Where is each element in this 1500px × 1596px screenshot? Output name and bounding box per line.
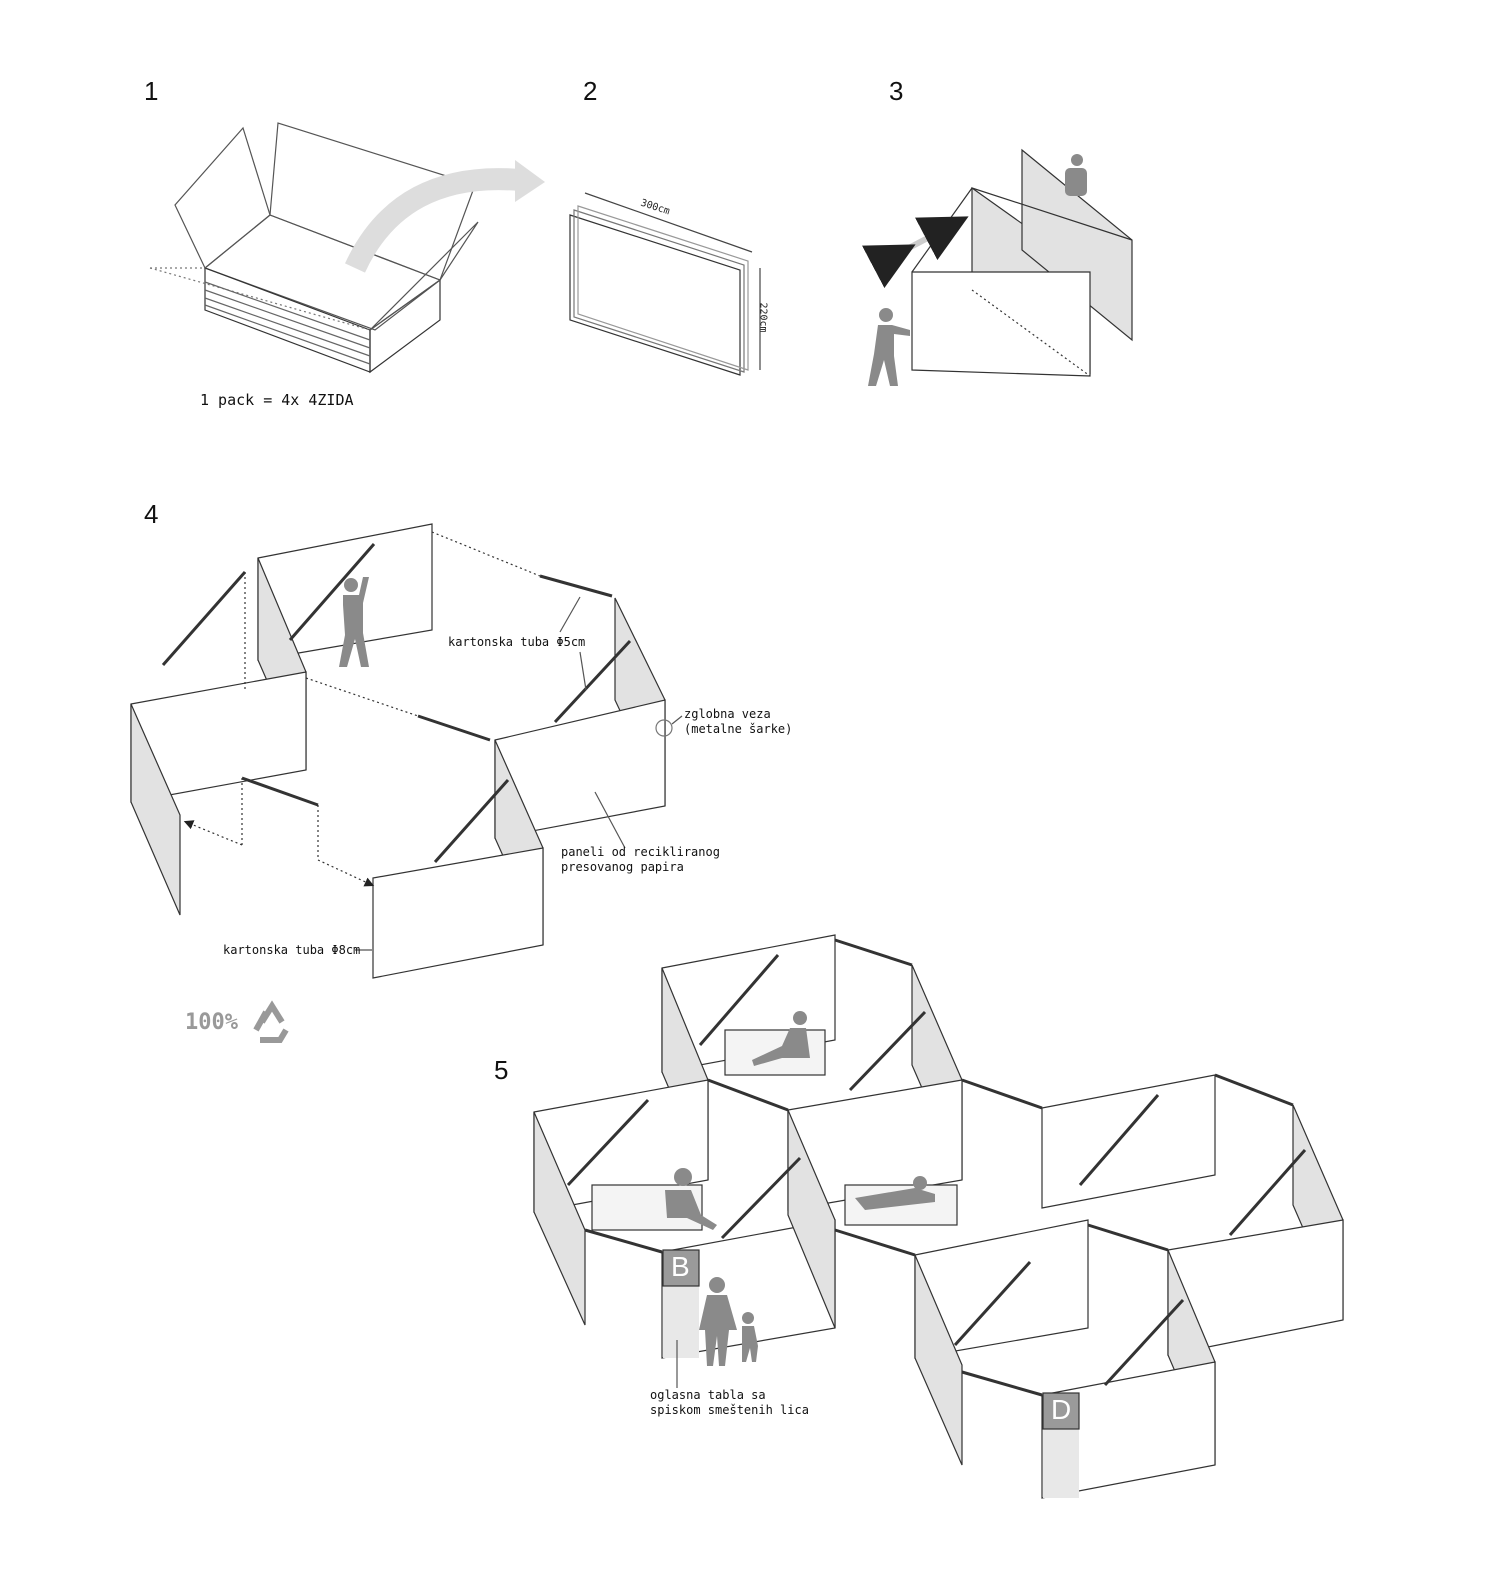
unit-letter-b: B: [671, 1251, 690, 1282]
step-number-1: 1: [144, 76, 159, 106]
label-notice-board: oglasna tabla sa spiskom smeštenih lica: [650, 1388, 809, 1417]
unfolding-panels-drawing: [861, 148, 1133, 377]
unit-letter-d: D: [1051, 1394, 1072, 1425]
step-number-2: 2: [583, 76, 598, 106]
label-panels: paneli od recikliranog presovanog papira: [561, 845, 720, 874]
label-tube-8cm: kartonska tuba Φ8cm: [223, 943, 361, 957]
step-number-4: 4: [144, 499, 159, 529]
step-number-5: 5: [494, 1055, 509, 1085]
label-tube-5cm: kartonska tuba Φ5cm: [448, 635, 586, 649]
recycle-percentage: 100%: [185, 1010, 238, 1035]
person-figures: [339, 154, 1087, 1366]
step4-assembly-drawing: [130, 523, 683, 979]
panel-height-dimension: 220cm: [757, 302, 769, 333]
panel-stack-drawing: [569, 192, 761, 376]
notice-board-letter-b: [662, 1249, 700, 1287]
step-number-3: 3: [889, 76, 904, 106]
notice-board-letter-d: [1042, 1392, 1080, 1430]
label-hinge: zglobna veza (metalne šarke): [684, 707, 793, 736]
cardboard-box-drawing: [149, 122, 545, 374]
pack-caption: 1 pack = 4x 4ZIDA: [200, 391, 354, 409]
recycle-icon: [253, 1000, 289, 1043]
